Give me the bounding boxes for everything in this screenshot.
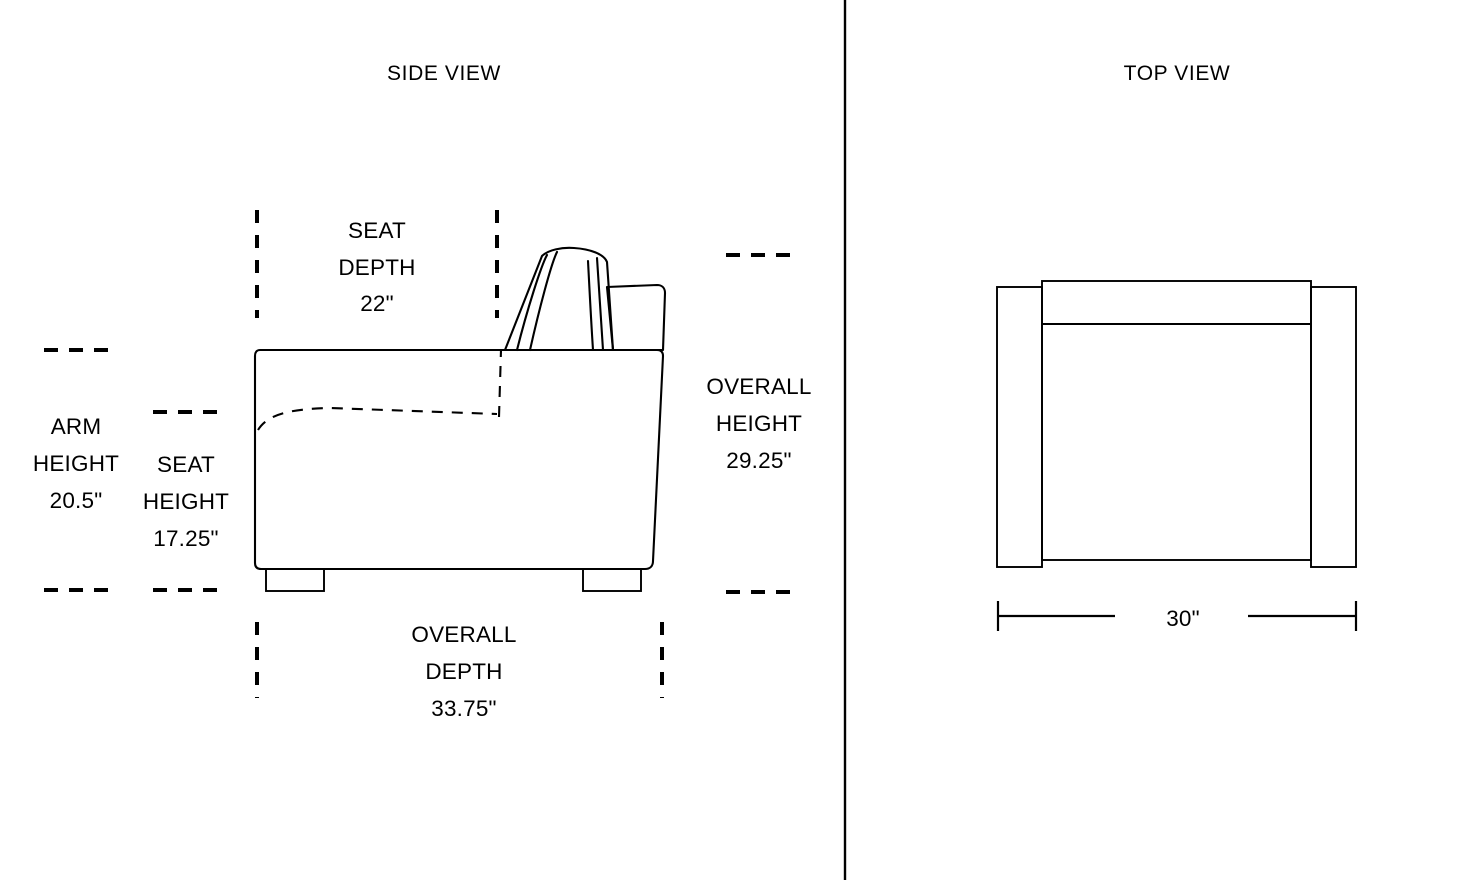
arm-height-label-line1: ARM	[51, 414, 102, 439]
seat-back-hidden-line	[497, 349, 503, 418]
side-view-panel: SIDE VIEW SEAT DEPTH 22" ARM HEIGHT 20.5…	[33, 62, 812, 721]
seat-height-dimension: SEAT HEIGHT 17.25"	[143, 452, 229, 551]
back-cushion-outline	[503, 246, 615, 352]
overall-height-label-line2: HEIGHT	[716, 411, 802, 436]
chair-side-profile	[253, 246, 667, 592]
overall-height-label-line1: OVERALL	[706, 374, 811, 399]
arm-height-dimension: ARM HEIGHT 20.5"	[33, 414, 119, 513]
arm-left-plan	[996, 286, 1043, 568]
arm-right-plan	[1310, 286, 1357, 568]
body-plan	[1041, 280, 1312, 561]
back-cushion-seam-inner-right	[586, 259, 595, 352]
back-panel-outline	[605, 283, 667, 352]
seat-depth-label-line2: DEPTH	[338, 255, 415, 280]
seat-height-value: 17.25"	[153, 526, 219, 551]
overall-height-dimension: OVERALL HEIGHT 29.25"	[706, 374, 811, 473]
arm-height-value: 20.5"	[50, 488, 103, 513]
chair-top-plan	[996, 280, 1357, 568]
overall-width-value: 30"	[1166, 606, 1200, 631]
overall-height-value: 29.25"	[726, 448, 792, 473]
arm-height-label-line2: HEIGHT	[33, 451, 119, 476]
seat-height-label-line2: HEIGHT	[143, 489, 229, 514]
back-cushion-seam-inner-left	[528, 250, 559, 352]
seat-depth-dimension: SEAT DEPTH 22"	[338, 218, 415, 316]
seat-depth-value: 22"	[360, 291, 394, 316]
seat-height-label-line1: SEAT	[157, 452, 215, 477]
overall-depth-label-line2: DEPTH	[425, 659, 502, 684]
back-cushion-seam-left	[515, 253, 549, 352]
overall-depth-dimension: OVERALL DEPTH 33.75"	[411, 622, 516, 721]
side-view-title: SIDE VIEW	[387, 62, 501, 85]
top-view-panel: TOP VIEW 30"	[996, 62, 1358, 631]
top-view-title: TOP VIEW	[1124, 62, 1231, 85]
chair-body-outline	[253, 348, 665, 571]
back-cushion-seam-right	[595, 256, 605, 352]
overall-depth-value: 33.75"	[431, 696, 497, 721]
seat-depth-label-line1: SEAT	[348, 218, 406, 243]
overall-depth-label-line1: OVERALL	[411, 622, 516, 647]
leg-front	[265, 568, 325, 592]
overall-width-dimension: 30"	[996, 601, 1358, 631]
seat-hidden-line	[257, 406, 498, 431]
leg-rear	[582, 568, 642, 592]
